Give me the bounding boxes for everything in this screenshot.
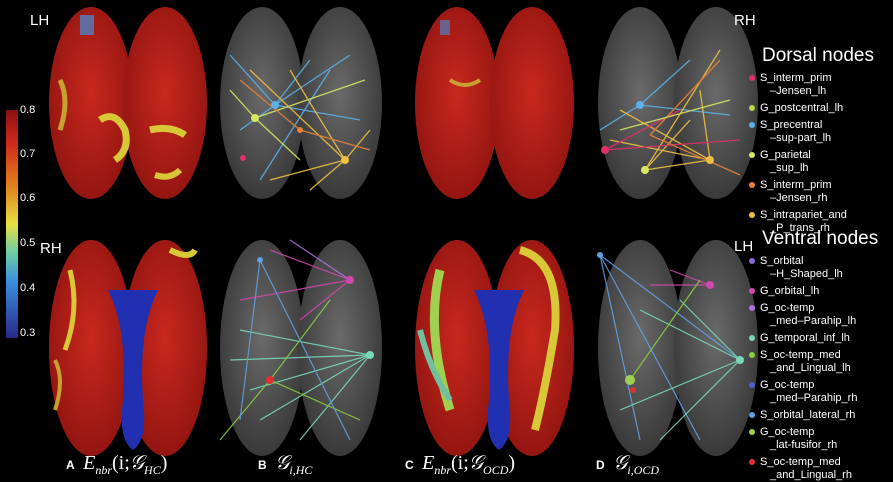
panel-a-ventral-brain <box>49 240 207 456</box>
legend-label: _med–Parahip_rh <box>770 392 858 404</box>
legend-label: G_parietal <box>760 149 811 161</box>
panel-d-ventral-network <box>597 240 758 456</box>
panel-label-b: B 𝒢i,HC <box>258 452 313 477</box>
legend-item: S_orbital_lateral_rh <box>749 409 856 422</box>
legend-item: G_oc-temp_med–Parahip_lh <box>749 302 857 328</box>
legend-label: –Jensen_rh <box>770 192 828 204</box>
legend-label: –Jensen_lh <box>770 85 827 97</box>
hemisphere-label-lh-mid: LH <box>734 238 754 255</box>
legend-marker-icon <box>749 258 755 264</box>
legend-marker-icon <box>749 152 755 158</box>
legend-label: S_interm_prim <box>760 179 832 191</box>
legend-label: G_oc-temp <box>760 302 815 314</box>
legend-marker-icon <box>749 335 755 341</box>
legend-marker-icon <box>749 182 755 188</box>
legend-marker-icon <box>749 429 755 435</box>
legend-item: S_oc-temp_med_and_Lingual_rh <box>749 456 852 482</box>
legend-marker-icon <box>749 288 755 294</box>
panel-a-dorsal-brain <box>49 7 207 199</box>
hemisphere-label-rh-mid: RH <box>40 240 62 257</box>
legend-label: _P_trans_rh <box>770 222 830 234</box>
legend-item: S_oc-temp_med_and_Lingual_lh <box>749 349 851 375</box>
legend-item: S_interm_prim–Jensen_rh <box>749 179 832 205</box>
legend-label: S_intrapariet_and <box>760 209 847 221</box>
legend-marker-icon <box>749 212 755 218</box>
panel-d-dorsal-network <box>598 7 758 199</box>
legend-item: S_intrapariet_and_P_trans_rh <box>749 209 847 235</box>
colorbar-tick: 0.3 <box>20 327 36 339</box>
legend-item: G_oc-temp_lat-fusifor_rh <box>749 426 838 452</box>
legend-label: S_precentral <box>760 119 823 131</box>
legend-marker-icon <box>749 412 755 418</box>
legend-item: G_oc-temp_med–Parahip_rh <box>749 379 858 405</box>
legend-label: _and_Lingual_lh <box>770 362 851 374</box>
colorbar-tick: 0.5 <box>20 237 36 249</box>
legend-marker-icon <box>749 459 755 465</box>
hemisphere-label-rh-top: RH <box>734 12 756 29</box>
legend-label: _and_Lingual_rh <box>770 469 852 481</box>
legend-ventral-title: Ventral nodes <box>762 228 879 249</box>
panel-label-d: D 𝒢i,OCD <box>596 452 660 477</box>
colorbar <box>6 110 18 338</box>
legend-label: S_oc-temp_med <box>760 349 841 361</box>
panel-c-ventral-brain <box>415 240 574 456</box>
legend-item: S_interm_prim–Jensen_lh <box>749 72 832 98</box>
colorbar-tick: 0.8 <box>20 104 36 116</box>
legend-label: G_postcentral_lh <box>760 102 844 114</box>
legend-label: S_interm_prim <box>760 72 832 84</box>
legend-marker-icon <box>749 122 755 128</box>
legend-label: –H_Shaped_lh <box>770 268 843 280</box>
colorbar-tick: 0.7 <box>20 148 36 160</box>
legend-item: G_postcentral_lh <box>749 102 844 115</box>
legend-label: G_oc-temp <box>760 379 815 391</box>
colorbar-tick: 0.6 <box>20 192 36 204</box>
legend-label: S_orbital_lateral_rh <box>760 409 856 421</box>
legend-label: S_oc-temp_med <box>760 456 841 468</box>
panel-b-dorsal-network <box>220 7 382 199</box>
legend-label: _lat-fusifor_rh <box>770 439 838 451</box>
legend-label: G_temporal_inf_lh <box>760 332 850 344</box>
colorbar-tick: 0.4 <box>20 282 36 294</box>
panel-b-ventral-network <box>219 239 382 456</box>
legend-label: _med–Parahip_lh <box>770 315 857 327</box>
legend-marker-icon <box>749 382 755 388</box>
legend-item: S_orbital–H_Shaped_lh <box>749 255 843 281</box>
legend-label: G_orbital_lh <box>760 285 820 297</box>
legend-label: _sup_lh <box>770 162 809 174</box>
legend-label: S_orbital <box>760 255 804 267</box>
hemisphere-label-lh-top: LH <box>30 12 50 29</box>
legend-marker-icon <box>749 305 755 311</box>
legend-label: G_oc-temp <box>760 426 815 438</box>
legend-dorsal-title: Dorsal nodes <box>762 45 874 66</box>
legend-label: –sup-part_lh <box>770 132 832 144</box>
panel-label-a: A Enbr(i;𝒢HC) <box>66 452 168 477</box>
legend-item: G_temporal_inf_lh <box>749 332 850 345</box>
panel-label-c: C Enbr(i;𝒢OCD) <box>405 452 516 477</box>
legend-item: S_precentral–sup-part_lh <box>749 119 832 145</box>
legend-marker-icon <box>749 352 755 358</box>
legend-item: G_parietal_sup_lh <box>749 149 811 175</box>
panel-c-dorsal-brain <box>415 7 574 199</box>
legend-marker-icon <box>749 105 755 111</box>
legend-item: G_orbital_lh <box>749 285 820 298</box>
legend-marker-icon <box>749 75 755 81</box>
